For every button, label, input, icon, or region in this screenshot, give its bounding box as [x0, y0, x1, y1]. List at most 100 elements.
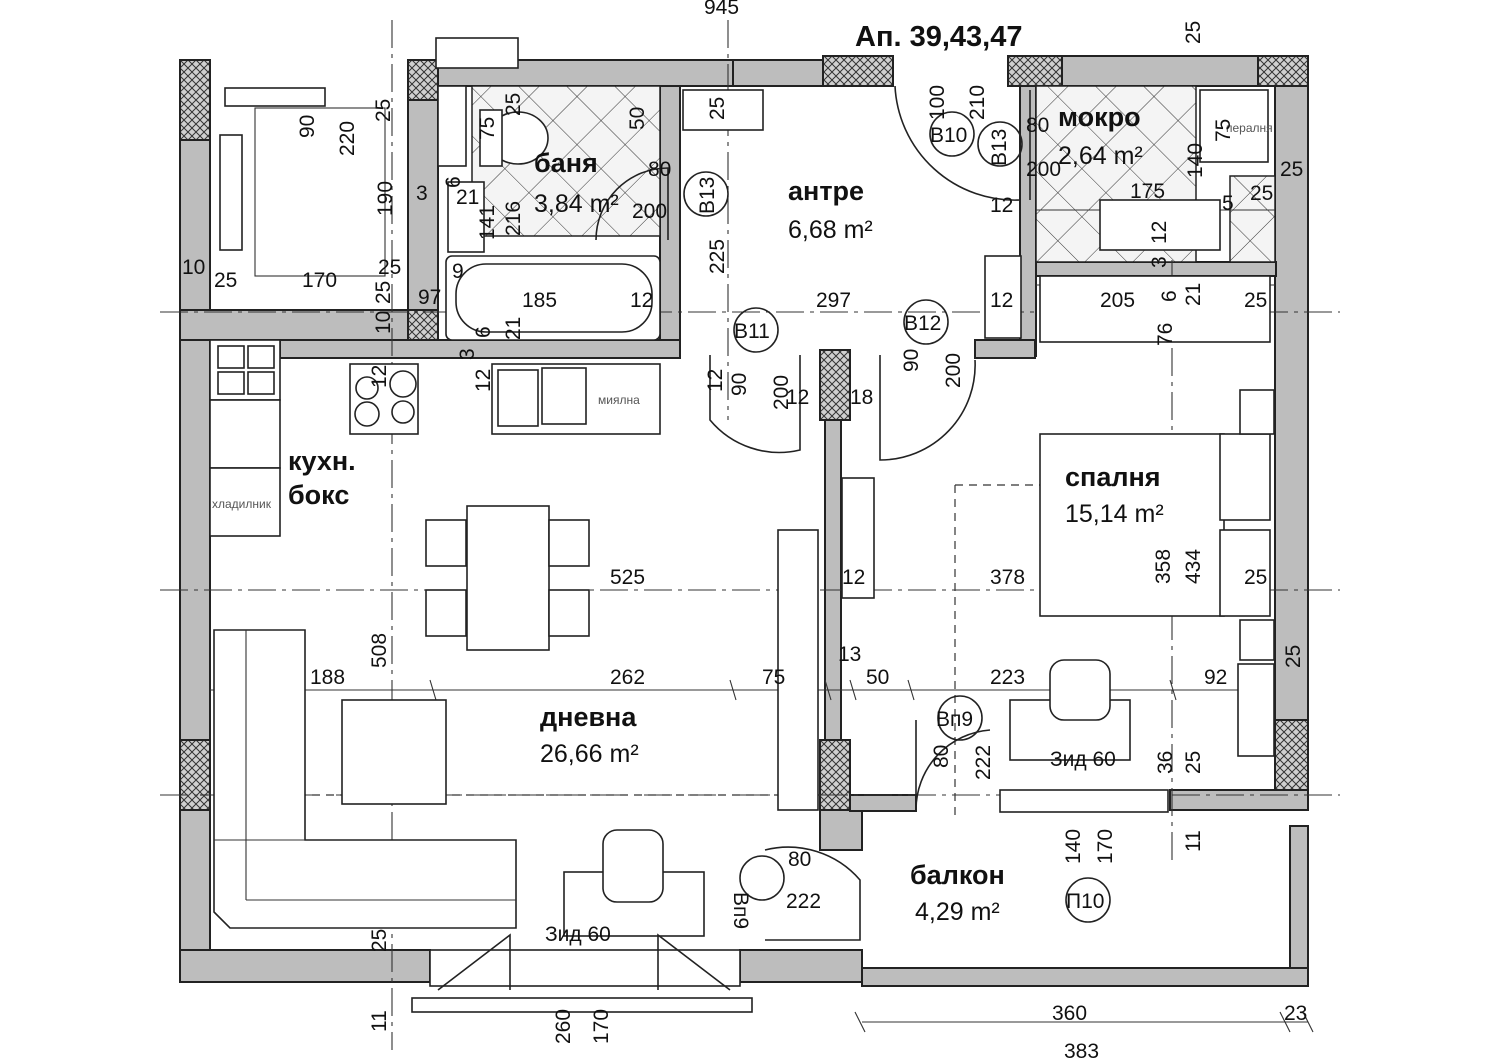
dim: 11: [368, 1010, 391, 1032]
wall-storage-right: [407, 59, 439, 351]
dim: 170: [590, 1009, 613, 1044]
dim: 12: [786, 386, 809, 409]
dim: 36: [1154, 751, 1177, 774]
dim: 80: [648, 158, 671, 181]
double-bed: [1039, 433, 1225, 617]
room-wet-area: 2,64 m²: [1058, 142, 1143, 170]
shower: [437, 85, 467, 167]
door-bedroom: [879, 355, 976, 461]
nightstand: [1239, 389, 1275, 435]
dim: 12: [1148, 221, 1171, 244]
shoe-cabinet: [682, 89, 764, 131]
corner-sofa: [213, 629, 517, 929]
room-balcony-area: 4,29 m²: [915, 898, 1000, 926]
dim: 80: [1026, 114, 1049, 137]
dim: 525: [610, 566, 645, 589]
dim: 141: [476, 205, 499, 240]
dim: 25: [1182, 21, 1205, 44]
burner: [354, 401, 380, 427]
door-living-balcony: [764, 846, 861, 941]
dim: 25: [1244, 566, 1267, 589]
dim: 188: [310, 666, 345, 689]
cabinet-cell: [217, 345, 245, 369]
dim: 80: [930, 745, 953, 768]
balcony-rail-bottom: [861, 967, 1309, 987]
door-tag-circle: [903, 299, 949, 345]
wall-bedroom-bottom-2: [1169, 789, 1309, 811]
room-balcony-name: балкон: [910, 860, 1005, 890]
dim: 140: [1062, 829, 1085, 864]
cabinet-cell: [247, 345, 275, 369]
dining-chair: [548, 519, 590, 567]
dim: 210: [966, 85, 989, 120]
dim: 6: [442, 176, 465, 188]
door-tag: П10: [1066, 890, 1104, 913]
dim: 170: [1094, 829, 1117, 864]
room-kitchen-name-2: бокс: [288, 480, 349, 510]
bed-pillow: [1219, 529, 1271, 617]
dim: 25: [372, 99, 395, 122]
dim: 12: [990, 289, 1013, 312]
door-tag: B13: [696, 177, 719, 214]
outer-wall-bottom: [179, 949, 431, 983]
dim: 200: [942, 353, 965, 388]
column: [819, 739, 851, 811]
door-tag-circle: [733, 307, 779, 353]
wall-bedroom-top: [974, 339, 1036, 359]
column: [1257, 55, 1309, 87]
door-tag: B11: [734, 320, 770, 343]
walls: [179, 55, 1309, 987]
coffee-table: [341, 699, 447, 805]
outer-wall-left: [179, 59, 211, 961]
vent: [435, 37, 519, 69]
dim: 508: [368, 633, 391, 668]
dim: 12: [990, 194, 1013, 217]
door-balcony: [915, 720, 991, 811]
dim: 75: [1212, 119, 1235, 142]
wall-kitchen-top: [279, 339, 681, 359]
dim: 21: [456, 186, 479, 209]
kitchen-counter: [209, 399, 281, 469]
dim: 21: [502, 317, 525, 340]
dim: 23: [1284, 1002, 1307, 1025]
shelf: [224, 87, 326, 107]
room-bedroom-name: спалня: [1065, 462, 1161, 492]
fridge: [209, 467, 281, 537]
dim: 5: [1222, 192, 1234, 215]
dim: 200: [1026, 158, 1061, 181]
window-bedroom: [999, 789, 1169, 813]
room-wet-name: мокро: [1058, 102, 1141, 132]
door-tag: B10: [930, 124, 967, 147]
dim: 25: [1250, 182, 1273, 205]
bedroom-cabinet: [1237, 663, 1275, 757]
sink-drainer: [497, 369, 539, 427]
washing-machine: [1199, 89, 1269, 163]
dim: 90: [728, 373, 751, 396]
column: [822, 55, 894, 87]
dim: 25: [368, 929, 391, 952]
hall-cabinet: [984, 255, 1022, 339]
dim: 6: [1158, 290, 1181, 302]
dining-chair: [425, 589, 467, 637]
dim: 3: [456, 348, 479, 360]
dim: 216: [502, 201, 525, 236]
room-bedroom-area: 15,14 m²: [1065, 500, 1164, 528]
door-tag: B13: [988, 129, 1011, 166]
dim: 90: [296, 115, 319, 138]
wall-stub: [819, 809, 863, 851]
door-tag-circle: [683, 171, 729, 217]
dim: 185: [522, 289, 557, 312]
wall-hall-top: [732, 59, 824, 87]
dim: 50: [866, 666, 889, 689]
burner: [391, 400, 415, 424]
bathtub-inner: [455, 263, 653, 333]
wardrobe: [1039, 275, 1271, 343]
apartment-title: Ап. 39,43,47: [855, 21, 1022, 53]
dim: 170: [302, 269, 337, 292]
door-tag-circle: [977, 121, 1023, 167]
room-bath-name: баня: [534, 148, 598, 178]
dim: 12: [704, 369, 727, 392]
dim: 25: [1280, 158, 1303, 181]
door-tags: B10 B13 B13 B11 B12 Вп9 Вп9 П10: [683, 111, 1111, 929]
